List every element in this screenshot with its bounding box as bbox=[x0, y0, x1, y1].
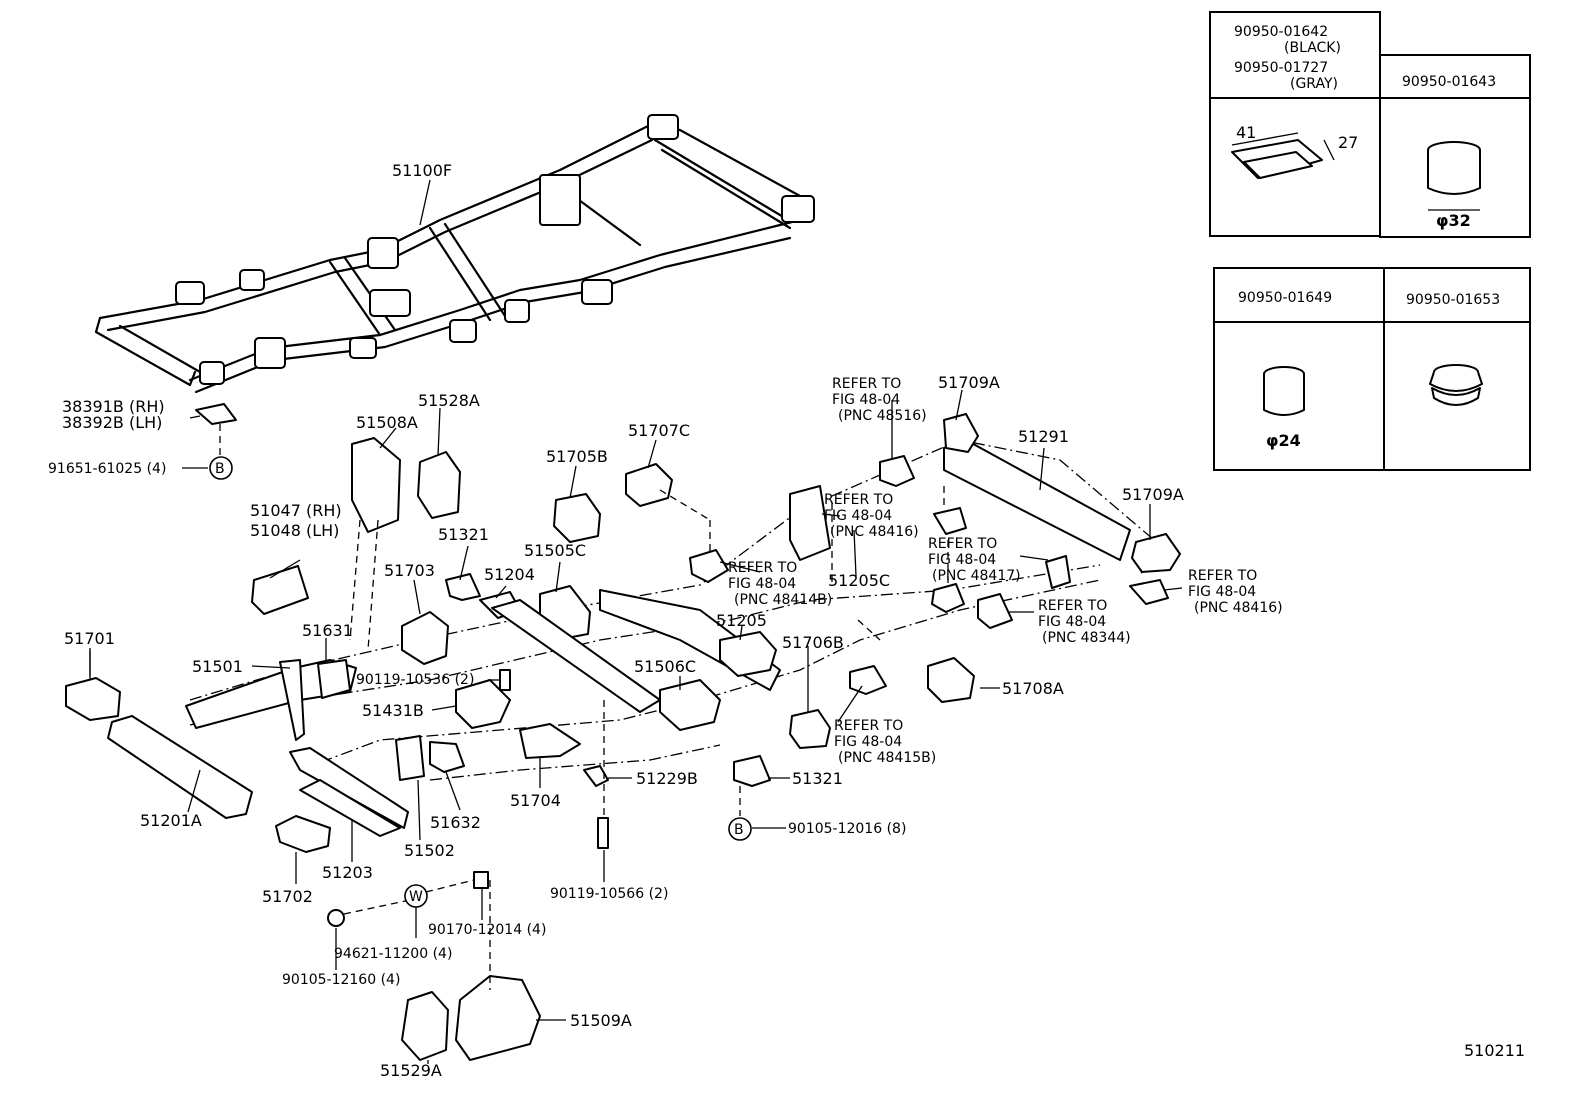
label-90170-12014: 90170-12014 (4) bbox=[428, 922, 546, 938]
label-51707C: 51707C bbox=[628, 421, 690, 440]
label-51508A: 51508A bbox=[356, 413, 418, 432]
label-51501: 51501 bbox=[192, 657, 243, 676]
label-51631: 51631 bbox=[302, 621, 353, 640]
label-51205: 51205 bbox=[716, 611, 767, 630]
table1-diameter: φ32 bbox=[1436, 211, 1471, 230]
refer-note-48414B: REFER TO FIG 48-04 (PNC 48414B) bbox=[728, 560, 832, 608]
label-51502: 51502 bbox=[404, 841, 455, 860]
svg-text:FIG 48-04: FIG 48-04 bbox=[1038, 614, 1106, 630]
label-51703: 51703 bbox=[384, 561, 435, 580]
label-51205C: 51205C bbox=[828, 571, 890, 590]
refer-note-48416-center: REFER TO FIG 48-04 (PNC 48416) bbox=[824, 492, 919, 540]
label-51100F: 51100F bbox=[392, 161, 452, 180]
table2-part-right: 90950-01653 bbox=[1406, 292, 1500, 308]
svg-text:FIG 48-04: FIG 48-04 bbox=[834, 734, 902, 750]
label-51048: 51048 (LH) bbox=[250, 521, 339, 540]
label-51229B: 51229B bbox=[636, 769, 698, 788]
svg-text:(PNC 48344): (PNC 48344) bbox=[1042, 630, 1131, 646]
table1-part-gray: 90950-01727 bbox=[1234, 60, 1328, 76]
label-51701: 51701 bbox=[64, 629, 115, 648]
label-90119-10536: 90119-10536 (2) bbox=[356, 672, 474, 688]
table1-dim-width: 41 bbox=[1236, 123, 1256, 142]
svg-text:REFER TO: REFER TO bbox=[824, 492, 893, 508]
label-51632: 51632 bbox=[430, 813, 481, 832]
svg-text:(PNC 48416): (PNC 48416) bbox=[830, 524, 919, 540]
refer-note-48415B: REFER TO FIG 48-04 (PNC 48415B) bbox=[834, 718, 936, 766]
rear-parts bbox=[689, 413, 1181, 703]
table1-gray-note: (GRAY) bbox=[1290, 76, 1338, 92]
svg-text:REFER TO: REFER TO bbox=[728, 560, 797, 576]
label-51204: 51204 bbox=[484, 565, 535, 584]
svg-text:REFER TO: REFER TO bbox=[1038, 598, 1107, 614]
svg-text:(PNC 48516): (PNC 48516) bbox=[838, 408, 927, 424]
svg-text:(PNC 48414B): (PNC 48414B) bbox=[734, 592, 832, 608]
label-38391B: 38391B (RH) bbox=[62, 397, 165, 416]
label-51709A-right: 51709A bbox=[1122, 485, 1184, 504]
label-38392B: 38392B (LH) bbox=[62, 413, 162, 432]
label-51702: 51702 bbox=[262, 887, 313, 906]
refer-note-48344: REFER TO FIG 48-04 (PNC 48344) bbox=[1038, 598, 1131, 646]
label-94621-11200: 94621-11200 (4) bbox=[334, 946, 452, 962]
svg-text:REFER TO: REFER TO bbox=[1188, 568, 1257, 584]
svg-text:REFER TO: REFER TO bbox=[834, 718, 903, 734]
frame-assembly-drawing bbox=[94, 114, 815, 394]
reference-markers: B B W bbox=[209, 456, 752, 908]
label-51708A: 51708A bbox=[1002, 679, 1064, 698]
table2-diameter: φ24 bbox=[1266, 431, 1301, 450]
plug-table-1 bbox=[1209, 11, 1531, 238]
label-51706B: 51706B bbox=[782, 633, 844, 652]
marker-b-bottom: B bbox=[734, 822, 744, 838]
label-51321-top: 51321 bbox=[438, 525, 489, 544]
label-51291: 51291 bbox=[1018, 427, 1069, 446]
table1-part-black: 90950-01642 bbox=[1234, 24, 1328, 40]
table1-black-note: (BLACK) bbox=[1284, 40, 1341, 56]
svg-text:REFER TO: REFER TO bbox=[832, 376, 901, 392]
label-51047: 51047 (RH) bbox=[250, 501, 342, 520]
label-90105-12160: 90105-12160 (4) bbox=[282, 972, 400, 988]
svg-text:FIG 48-04: FIG 48-04 bbox=[728, 576, 796, 592]
front-parts bbox=[65, 403, 831, 1061]
svg-text:REFER TO: REFER TO bbox=[928, 536, 997, 552]
svg-text:(PNC 48416): (PNC 48416) bbox=[1194, 600, 1283, 616]
marker-w: W bbox=[409, 889, 423, 905]
label-51505C: 51505C bbox=[524, 541, 586, 560]
svg-text:FIG 48-04: FIG 48-04 bbox=[824, 508, 892, 524]
label-51431B: 51431B bbox=[362, 701, 424, 720]
label-91651: 91651-61025 (4) bbox=[48, 461, 166, 477]
label-51509A: 51509A bbox=[570, 1011, 632, 1030]
label-51529A: 51529A bbox=[380, 1061, 442, 1080]
leader-lines bbox=[89, 389, 1183, 1064]
label-51528A: 51528A bbox=[418, 391, 480, 410]
diagram-code: 510211 bbox=[1464, 1041, 1525, 1060]
svg-text:(PNC 48415B): (PNC 48415B) bbox=[838, 750, 936, 766]
label-51203: 51203 bbox=[322, 863, 373, 882]
refer-note-48416-right: REFER TO FIG 48-04 (PNC 48416) bbox=[1188, 568, 1283, 616]
label-51506C: 51506C bbox=[634, 657, 696, 676]
refer-note-48516: REFER TO FIG 48-04 (PNC 48516) bbox=[832, 376, 927, 424]
label-51705B: 51705B bbox=[546, 447, 608, 466]
marker-b-top: B bbox=[215, 461, 225, 477]
label-90119-10566: 90119-10566 (2) bbox=[550, 886, 668, 902]
label-51201A: 51201A bbox=[140, 811, 202, 830]
svg-text:FIG 48-04: FIG 48-04 bbox=[832, 392, 900, 408]
label-90105-12016: 90105-12016 (8) bbox=[788, 821, 906, 837]
label-51709A-top: 51709A bbox=[938, 373, 1000, 392]
svg-text:FIG 48-04: FIG 48-04 bbox=[928, 552, 996, 568]
table1-dim-height: 27 bbox=[1338, 133, 1358, 152]
label-51321-bottom: 51321 bbox=[792, 769, 843, 788]
table1-part-round: 90950-01643 bbox=[1402, 74, 1496, 90]
svg-text:(PNC 48417): (PNC 48417) bbox=[932, 568, 1021, 584]
svg-text:FIG 48-04: FIG 48-04 bbox=[1188, 584, 1256, 600]
label-51704: 51704 bbox=[510, 791, 561, 810]
table2-part-left: 90950-01649 bbox=[1238, 290, 1332, 306]
refer-note-48417: REFER TO FIG 48-04 (PNC 48417) bbox=[928, 536, 1021, 584]
plug-table-2 bbox=[1213, 267, 1531, 471]
